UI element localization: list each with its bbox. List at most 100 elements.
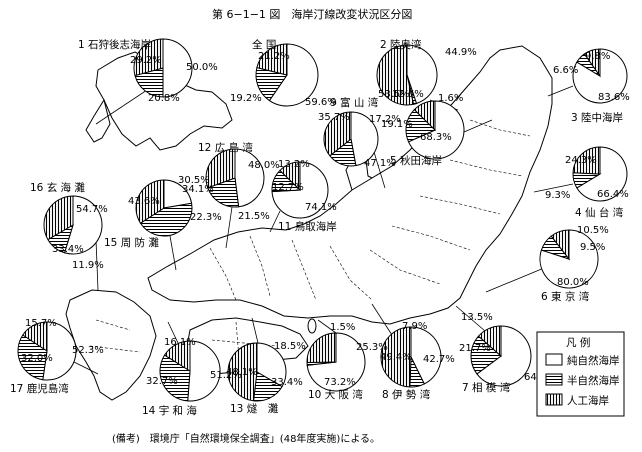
pct-label-tokyo-natural: 80.0% (557, 277, 589, 288)
honshu-outline (147, 45, 553, 325)
leader-line-hiroshima (225, 206, 233, 249)
pct-label-tottori-artificial: 12.7% (272, 182, 304, 193)
region-label-osaka: 10 大 阪 湾 (308, 388, 363, 401)
region-label-uwa: 14 宇 和 海 (142, 404, 197, 417)
pie-slice-hiroshima-artificial (205, 148, 236, 189)
pie-slice-genkai-natural (63, 195, 103, 255)
pie-tottori: 74.1%13.2%12.7%11 鳥取海岸 (269, 159, 337, 233)
pct-label-sendai-natural: 66.4% (597, 189, 629, 200)
pie-slice-bisan-artificial (227, 342, 258, 402)
pct-label-osaka-natural: 73.2% (324, 377, 356, 388)
pct-label-kagoshima-natural: 52.3% (72, 345, 104, 356)
pct-label-kagoshima-artificial: 15.7% (25, 318, 57, 329)
pct-label-sagami-semi: 21.7% (459, 343, 491, 354)
pct-label-hiroshima-artificial: 30.5% (178, 175, 210, 186)
region-label-ise: 8 伊 勢 湾 (382, 388, 431, 401)
pie-toyama: 47.1% 17.2% 35.7% 9 富 山 湾 (318, 96, 401, 189)
leader-line-sendai (533, 183, 574, 193)
pie-ise: 42.7%7.9%49.4%8 伊 勢 湾 (371, 303, 455, 401)
leader-line-bisan (251, 317, 259, 344)
pie-slice-kagoshima-semi (17, 334, 48, 381)
pct-label-toyama-semi: 17.2% (369, 114, 401, 125)
pct-label-genkai-natural: 54.7% (76, 204, 108, 215)
leader-line-toyama (373, 151, 386, 189)
pie-slice-genkai-artificial (43, 195, 74, 241)
pie-slice-toyama-artificial (323, 111, 352, 157)
pct-label-ishikari-semi: 20.8% (148, 93, 180, 104)
pct-label-toyama-natural: 47.1% (364, 158, 396, 169)
japan-map (65, 45, 553, 401)
leader-line-osaka (317, 319, 337, 334)
pct-label-genkai-semi: 11.9% (72, 260, 104, 271)
pie-slice-tokyo-artificial (550, 229, 570, 261)
pct-label-rikuchu-natural: 83.6% (598, 92, 630, 103)
pie-slice-toyama-natural (350, 111, 379, 167)
pie-mutsu: 44.9%1.6%53.5%2 陸奥湾 (376, 38, 477, 111)
pie-tokyo: 80.0%9.5%10.5%6 東 京 湾 (485, 225, 609, 303)
pie-slice-kagoshima-natural (42, 321, 77, 381)
pie-slice-uwa-natural (187, 340, 221, 402)
pie-slice-akita-natural (407, 100, 465, 160)
pie-slice-zenkoku-natural (268, 43, 319, 107)
pct-label-suo-artificial: 34.1% (182, 184, 214, 195)
region-label-genkai: 16 玄 海 灘 (30, 181, 85, 194)
pie-slice-mutsu-artificial (376, 44, 415, 106)
pct-label-akita-semi: 19.1% (381, 119, 413, 130)
leader-line-rikuchu (547, 85, 574, 97)
pie-slice-kagoshima-artificial (22, 321, 48, 352)
pct-label-suo-semi: 43.6% (128, 196, 160, 207)
region-label-toyama: 9 富 山 湾 (330, 96, 379, 109)
pct-label-genkai-artificial: 33.4% (52, 244, 84, 255)
region-label-hiroshima: 12 広 島 湾 (198, 141, 253, 154)
pct-label-tokyo-semi: 9.5% (580, 242, 605, 253)
awaji-island (307, 318, 317, 334)
pie-slice-osaka-artificial (306, 332, 337, 364)
pie-slice-suo-semi (139, 202, 193, 237)
pie-slice-ise-natural (410, 326, 442, 385)
pie-slice-uwa-artificial (163, 340, 191, 372)
pct-label-kagoshima-semi: 32.0% (21, 353, 53, 364)
legend-label-semi: 半自然海岸 (567, 374, 620, 387)
pie-slice-zenkoku-semi (255, 67, 288, 102)
leader-line-suo (169, 235, 177, 271)
pct-label-hiroshima-natural: 48.0% (248, 160, 280, 171)
pct-label-akita-artificial: 12.6% (392, 89, 424, 100)
figure-title: 第 6−1−1 図 海岸汀線改変状況区分図 (212, 7, 412, 21)
pct-label-toyama-artificial: 35.7% (318, 112, 350, 123)
legend-label-natural: 純自然海岸 (567, 354, 620, 367)
pct-label-zenkoku-artificial: 21.2% (258, 51, 290, 62)
region-label-rikuchu: 3 陸中海岸 (571, 111, 623, 124)
legend-swatch-natural (545, 353, 563, 366)
pct-label-zenkoku-semi: 19.2% (230, 93, 262, 104)
leader-line-tokyo (485, 267, 545, 293)
pct-label-bisan-artificial: 48.1% (226, 367, 258, 378)
pie-charts: 59.6%19.2%21.2%全 国50.0%20.8%29.2%1 石狩後志海… (10, 38, 630, 417)
pie-slice-sendai-artificial (572, 146, 601, 175)
legend: 凡 例 純自然海岸 半自然海岸 人工海岸 (536, 331, 625, 417)
pie-slice-hiroshima-natural (234, 148, 265, 208)
pie-slice-suo-natural (163, 179, 193, 209)
region-label-suo: 15 周 防 灘 (104, 236, 159, 249)
pie-genkai: 54.7% 11.9% 33.4% 16 玄 海 灘 (30, 181, 108, 291)
pct-label-sendai-artificial: 24.3% (565, 155, 597, 166)
region-label-sagami: 7 相 模 湾 (462, 381, 511, 394)
pct-label-mutsu-natural: 44.9% (445, 47, 477, 58)
pct-label-mutsu-semi: 1.6% (438, 93, 463, 104)
region-label-zenkoku: 全 国 (252, 38, 276, 51)
pie-slice-rikuchu-artificial (583, 48, 601, 78)
pct-label-uwa-natural: 51.2% (210, 370, 242, 381)
pie-slice-akita-artificial (413, 100, 436, 132)
region-label-mutsu: 2 陸奥湾 (380, 38, 422, 51)
leader-line-sagami (455, 305, 486, 332)
region-label-tokyo: 6 東 京 湾 (541, 290, 590, 303)
pie-slice-sagami-artificial (477, 325, 502, 358)
legend-swatch-artificial (545, 393, 563, 406)
pie-slice-suo-artificial (135, 179, 165, 224)
pie-kagoshima: 52.3%32.0%15.7%17 鹿児島湾 (10, 318, 104, 395)
leader-line-ise (371, 303, 393, 336)
pie-akita: 68.3%19.1%12.6%5 秋田海岸 (381, 89, 493, 167)
pie-bisan: 33.4%18.5%48.1%13 燧 灘 (226, 317, 306, 415)
pct-label-sagami-artificial: 13.5% (461, 312, 493, 323)
pie-osaka: 73.2%1.5%25.3%10 大 阪 湾 (306, 319, 388, 401)
legend-label-artificial: 人工海岸 (567, 394, 609, 407)
